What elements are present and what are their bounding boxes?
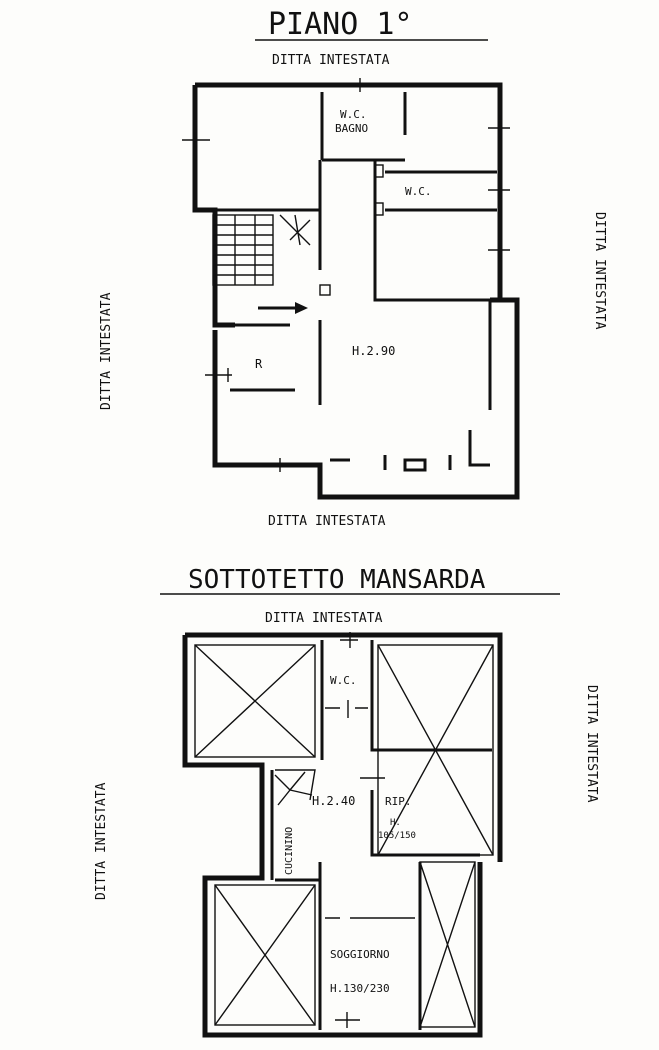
- room-r-label: R: [255, 357, 263, 371]
- outer-walls: [182, 632, 503, 1038]
- door-marks: [325, 632, 415, 1028]
- inner-walls: [195, 160, 322, 270]
- neighbor-top-label: DITTA INTESTATA: [265, 611, 383, 626]
- roof-void: [419, 861, 476, 1028]
- neighbor-right-label: DITTA INTESTATA: [592, 212, 607, 330]
- rip-h-label: H.: [390, 818, 401, 828]
- height-label: H.2.40: [312, 794, 355, 808]
- rip-height-label: 105/150: [378, 831, 416, 841]
- plan-1-title: PIANO 1°: [268, 7, 413, 42]
- neighbor-left-label: DITTA INTESTATA: [99, 292, 114, 410]
- roof-void: [377, 644, 494, 856]
- partitions: [330, 430, 490, 472]
- neighbor-left-label: DITTA INTESTATA: [94, 782, 109, 900]
- plan-2-title: SOTTOTETTO MANSARDA: [188, 565, 486, 595]
- plan-attic: SOTTOTETTO MANSARDA DITTA INTESTATA DITT…: [94, 565, 599, 1038]
- spiral-staircase: [274, 769, 316, 806]
- inner-walls: [320, 92, 497, 302]
- neighbor-right-label: DITTA INTESTATA: [584, 685, 599, 803]
- room-rip-label: RIP.: [385, 795, 412, 808]
- room-wc-bagno-label: W.C.: [340, 108, 367, 121]
- window-marks: [182, 78, 510, 472]
- room-bagno-label: BAGNO: [335, 122, 368, 135]
- room-wc-label: W.C.: [330, 674, 357, 687]
- fixture: [319, 284, 331, 296]
- staircase: [212, 214, 311, 314]
- wc-walls: [385, 170, 497, 212]
- room-soggiorno-label: SOGGIORNO: [330, 948, 390, 961]
- neighbor-top-label: DITTA INTESTATA: [272, 53, 390, 68]
- room-wc-label: W.C.: [405, 185, 432, 198]
- fixture: [374, 164, 384, 178]
- roof-void: [194, 644, 316, 758]
- neighbor-bottom-label: DITTA INTESTATA: [268, 514, 386, 529]
- fixture: [374, 202, 384, 216]
- arrow-icon: [295, 302, 308, 314]
- height-label: H.2.90: [352, 344, 395, 358]
- inner-walls: [230, 300, 492, 410]
- room-cucinino-label: CUCININO: [284, 827, 295, 875]
- soggiorno-height-label: H.130/230: [330, 982, 390, 995]
- roof-void: [214, 884, 316, 1026]
- plan-first-floor: PIANO 1° DITTA INTESTATA DITTA INTESTATA…: [99, 7, 607, 529]
